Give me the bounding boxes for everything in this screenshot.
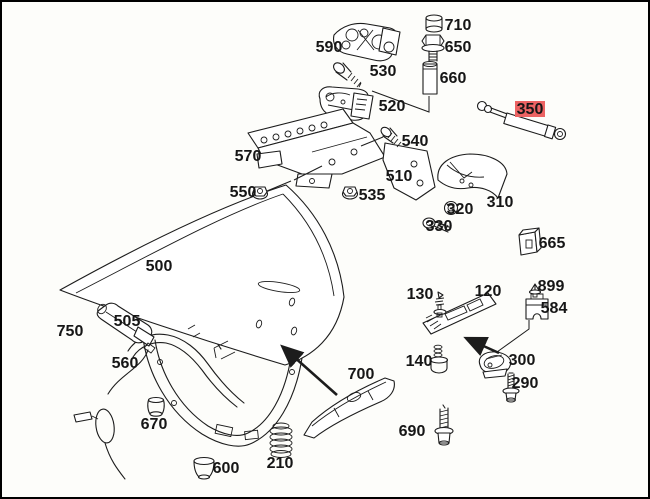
switch-box-drawing [518, 227, 542, 256]
part-number-560[interactable]: 560 [112, 355, 139, 372]
install-arrow-300 [463, 336, 500, 356]
part-number-505[interactable]: 505 [114, 313, 141, 330]
screw-540-drawing [380, 126, 402, 148]
part-number-330[interactable]: 330 [426, 218, 453, 235]
install-arrow-700 [280, 344, 338, 396]
part-number-584[interactable]: 584 [541, 300, 568, 317]
part-number-350[interactable]: 350 [517, 101, 544, 118]
part-number-210[interactable]: 210 [267, 455, 294, 472]
trunk-lid-drawing [59, 184, 345, 366]
cap-drawing [425, 14, 443, 33]
part-number-710[interactable]: 710 [445, 17, 472, 34]
part-number-510[interactable]: 510 [386, 168, 413, 185]
bolt-drawing [421, 34, 445, 62]
part-number-120[interactable]: 120 [475, 283, 502, 300]
part-number-650[interactable]: 650 [445, 39, 472, 56]
part-number-690[interactable]: 690 [399, 423, 426, 440]
license-lamp-drawing [478, 351, 512, 379]
part-number-530[interactable]: 530 [370, 63, 397, 80]
lock-sleeve-drawing [422, 61, 438, 95]
lock-bracket-drawing [247, 108, 436, 201]
leader-lines [266, 90, 530, 396]
screw-690-drawing [434, 404, 454, 446]
striker-plate-drawing [333, 22, 401, 62]
part-number-310[interactable]: 310 [487, 194, 514, 211]
license-panel-drawing [422, 292, 497, 335]
part-number-660[interactable]: 660 [440, 70, 467, 87]
nut-535-drawing [341, 186, 359, 200]
plug-600-drawing [193, 456, 215, 480]
gas-strut-drawing [476, 100, 567, 141]
nut-550-drawing [251, 186, 269, 200]
spoiler-shell-drawing [437, 153, 508, 199]
pad-drawing [256, 150, 283, 169]
screw-330-drawing [422, 217, 450, 233]
trim-strip-drawing [303, 377, 395, 439]
part-number-320[interactable]: 320 [447, 201, 474, 218]
part-number-550[interactable]: 550 [230, 184, 257, 201]
rubber-buffer-drawing [147, 396, 165, 417]
part-number-700[interactable]: 700 [348, 366, 375, 383]
clip-130-drawing [433, 291, 447, 318]
part-number-130[interactable]: 130 [407, 286, 434, 303]
part-number-520[interactable]: 520 [379, 98, 406, 115]
part-number-670[interactable]: 670 [141, 416, 168, 433]
screw-530-drawing [333, 62, 362, 88]
part-number-750[interactable]: 750 [57, 323, 84, 340]
part-number-590[interactable]: 590 [316, 39, 343, 56]
part-number-665[interactable]: 665 [539, 235, 566, 252]
trunk-lock-drawing [318, 86, 374, 121]
screw-290-drawing [502, 372, 520, 403]
part-number-535[interactable]: 535 [359, 187, 386, 204]
part-number-570[interactable]: 570 [235, 148, 262, 165]
part-number-300[interactable]: 300 [509, 352, 536, 369]
part-number-600[interactable]: 600 [213, 460, 240, 477]
part-number-540[interactable]: 540 [402, 133, 429, 150]
coil-spring-drawing [269, 422, 293, 458]
part-number-899[interactable]: 899 [538, 278, 565, 295]
antenna-cable-drawing [73, 302, 156, 480]
grommet-320-drawing [443, 200, 459, 216]
highlight-box-350 [515, 101, 545, 117]
grommet-140-drawing [429, 344, 449, 374]
part-number-500[interactable]: 500 [146, 258, 173, 275]
part-number-140[interactable]: 140 [406, 353, 433, 370]
part-number-290[interactable]: 290 [512, 375, 539, 392]
bulb-socket-drawing [525, 293, 549, 320]
